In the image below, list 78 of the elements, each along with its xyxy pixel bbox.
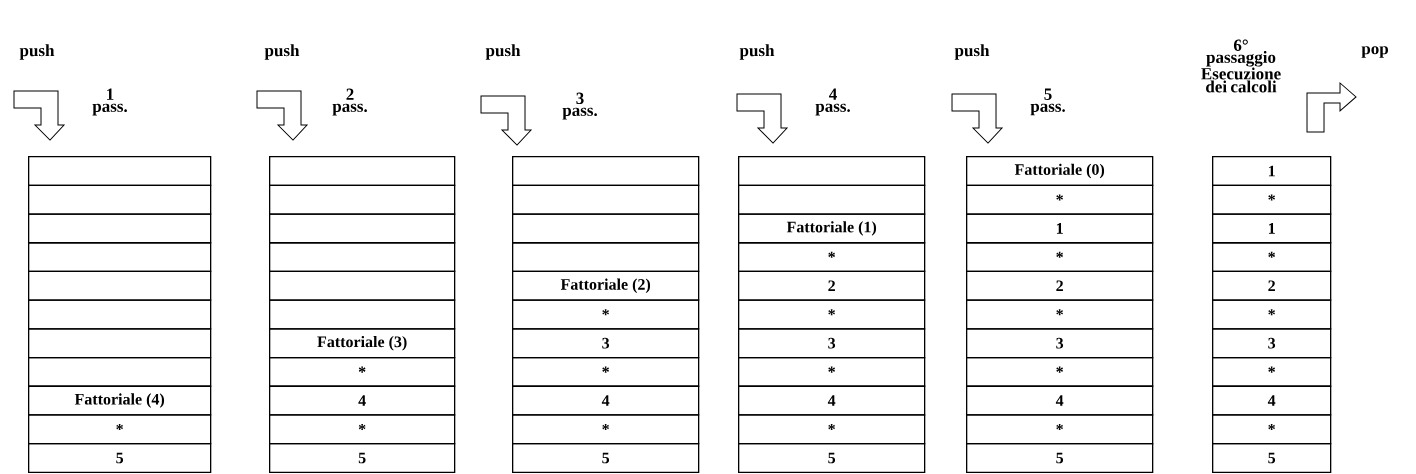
stack-cell <box>28 270 212 301</box>
stack-cell: * <box>966 184 1154 215</box>
stack-cell <box>738 184 926 215</box>
operation-label: push <box>19 44 55 60</box>
stack-cell: * <box>738 299 926 330</box>
stack-cell: * <box>738 356 926 387</box>
stack-cell <box>269 299 456 330</box>
stack-cell: * <box>738 242 926 273</box>
operation-label: push <box>485 44 521 60</box>
stack-cell: Fattoriale (0) <box>966 156 1154 186</box>
stack-cell: 5 <box>1212 443 1332 473</box>
stack-cell <box>28 356 212 387</box>
operation-label: pop <box>1361 46 1389 58</box>
stack-cell: * <box>1212 242 1332 273</box>
stack-cell: 4 <box>738 385 926 416</box>
step-label: 5 pass. <box>1030 88 1065 116</box>
stack-cell: * <box>512 414 700 445</box>
operation-label: push <box>264 44 300 60</box>
stack-cell: * <box>966 299 1154 330</box>
stack-cell: 4 <box>966 385 1154 416</box>
stack-cell: 3 <box>1212 328 1332 359</box>
stack-cell <box>512 156 700 186</box>
operation-label: push <box>739 44 775 60</box>
stack-cell <box>28 184 212 215</box>
stack-cell <box>738 156 926 186</box>
stack-cell <box>28 156 212 186</box>
stack-cell: 1 <box>1212 156 1332 186</box>
stack-cell <box>512 213 700 244</box>
stack-cell: 5 <box>738 443 926 473</box>
stack-cell: * <box>512 356 700 387</box>
stack-cell: * <box>738 414 926 445</box>
stack-cell <box>269 213 456 244</box>
step-label: 3 pass. <box>562 92 597 120</box>
stack-cell: Fattoriale (1) <box>738 213 926 244</box>
stack-cell <box>28 213 212 244</box>
stack-cell: 2 <box>738 270 926 301</box>
stack-cell: 3 <box>738 328 926 359</box>
stack-cell <box>269 184 456 215</box>
step-label: 6° passaggio Esecuzione dei calcoli <box>1201 39 1281 93</box>
stack-cell: * <box>1212 299 1332 330</box>
stack-cell: * <box>28 414 212 445</box>
stack-cell: 3 <box>512 328 700 359</box>
stack-cell: * <box>269 356 456 387</box>
stack-cell <box>512 184 700 215</box>
stack-cell: * <box>512 299 700 330</box>
stack-cell: * <box>966 242 1154 273</box>
stack-cell: Fattoriale (4) <box>28 385 212 416</box>
stack-cell: 1 <box>1212 213 1332 244</box>
stack-cell: Fattoriale (3) <box>269 328 456 359</box>
stack-cell <box>269 156 456 186</box>
stack-cell: * <box>1212 184 1332 215</box>
stack-cell <box>28 242 212 273</box>
stack-cell <box>512 242 700 273</box>
stack-cell: 5 <box>512 443 700 473</box>
stack-cell <box>28 328 212 359</box>
stack-cell: 1 <box>966 213 1154 244</box>
stack-cell: 5 <box>966 443 1154 473</box>
stack-cell: Fattoriale (2) <box>512 270 700 301</box>
stack-cell: * <box>1212 356 1332 387</box>
stack-cell <box>28 299 212 330</box>
stack-cell: * <box>966 414 1154 445</box>
stack-cell: * <box>1212 414 1332 445</box>
stack-cell <box>269 270 456 301</box>
stack-cell: 4 <box>512 385 700 416</box>
stack-cell: 4 <box>269 385 456 416</box>
stack-cell: 4 <box>1212 385 1332 416</box>
stack-cell: 5 <box>269 443 456 473</box>
stack-cell: 3 <box>966 328 1154 359</box>
step-label: 1 pass. <box>92 88 127 116</box>
stack-cell: 5 <box>28 443 212 473</box>
step-label: 2 pass. <box>332 88 367 116</box>
stack-cell: * <box>966 356 1154 387</box>
stack-cell: 2 <box>966 270 1154 301</box>
stack-cell <box>269 242 456 273</box>
stack-cell: 2 <box>1212 270 1332 301</box>
operation-label: push <box>954 44 990 60</box>
step-label: 4 pass. <box>815 88 850 116</box>
stack-cell: * <box>269 414 456 445</box>
